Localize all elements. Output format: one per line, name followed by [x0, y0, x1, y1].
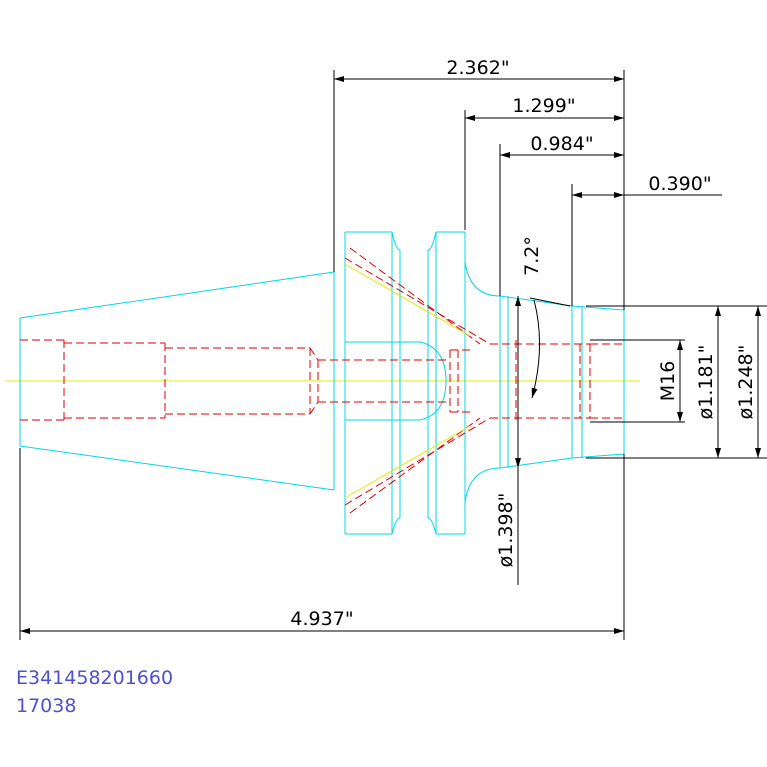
part-code: 17038 — [16, 695, 76, 717]
dim-angle: 7.2° — [521, 236, 543, 276]
dim-0390: 0.390" — [648, 173, 711, 195]
dim-0984: 0.984" — [530, 133, 593, 155]
dim-diameter-1398: ø1.398" — [495, 493, 517, 568]
dim-overall-length-top: 2.362" — [446, 57, 509, 79]
dim-overall-length-bottom: 4.937" — [290, 608, 353, 630]
cone-centerlines — [344, 263, 471, 499]
dim-diameter-1181: ø1.181" — [695, 345, 717, 420]
part-outline — [19, 231, 625, 535]
dim-thread: M16 — [657, 361, 679, 402]
part-number: E341458201660 — [16, 667, 173, 689]
dim-1299: 1.299" — [512, 95, 575, 117]
dimension-lines — [19, 70, 767, 640]
dim-diameter-1248: ø1.248" — [735, 345, 757, 420]
hidden-lines — [20, 247, 624, 514]
